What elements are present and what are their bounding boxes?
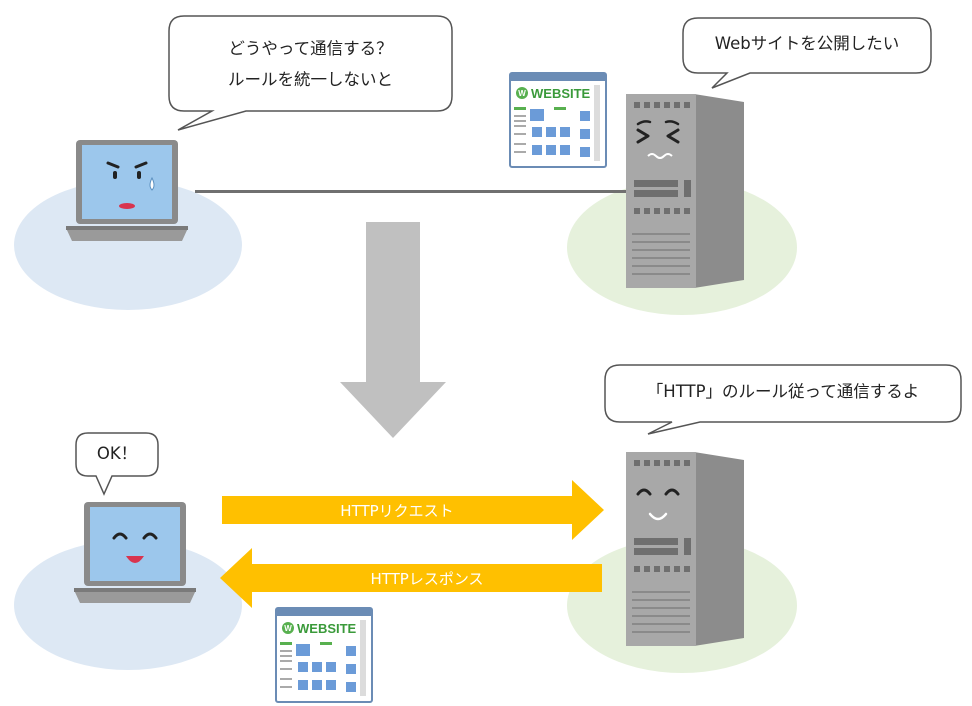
ok-bubble-text: OK！ [96,444,138,463]
client-bubble-line1: どうやって通信する？ [228,39,393,58]
svg-text:W: W [518,89,526,98]
server-bubble-text: Webサイトを公開したい [714,34,900,53]
response-arrow [220,548,602,608]
connection-line [195,190,628,193]
website-logo-top: WEBSITE [531,86,591,101]
request-arrow [222,480,604,540]
http-bubble-text: 「HTTP」のルール従って通信するよ [646,382,920,401]
svg-text:W: W [284,624,292,633]
laptop-worried [66,140,188,241]
client-bubble-line2: ルールを統一しないと [228,70,393,89]
website-card-top: W WEBSITE [509,72,607,168]
website-card-bottom: W WEBSITE [275,607,373,703]
server-tired [626,94,744,288]
laptop-happy [74,502,196,603]
request-label: HTTPリクエスト [340,502,454,520]
response-label: HTTPレスポンス [370,570,484,588]
website-logo-bottom: WEBSITE [297,621,357,636]
transition-arrow [340,222,446,438]
server-happy [626,452,744,646]
